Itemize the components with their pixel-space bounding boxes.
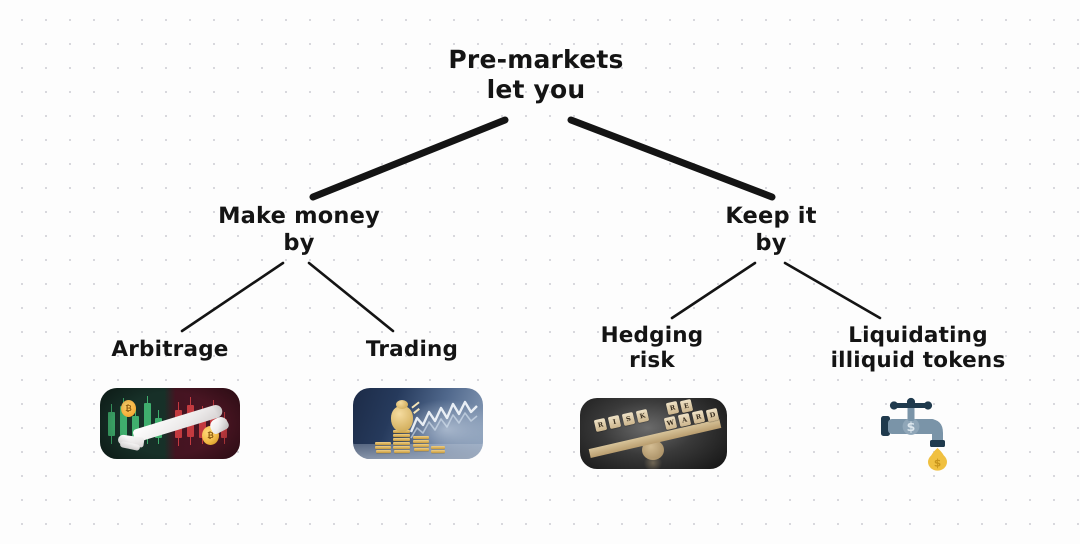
faucet-handle-knob-center	[906, 397, 916, 407]
arbitrage-thumbnail: ₿ ₿	[100, 388, 240, 459]
arbitrage-vignette	[100, 388, 240, 459]
tile-reward-a: A	[677, 412, 692, 428]
faucet-dollar-badge	[902, 418, 920, 435]
trading-thumbnail	[353, 388, 483, 459]
leaf-node-arbitrage: Arbitrage	[111, 337, 229, 362]
tile-reward-r2: R	[691, 409, 706, 425]
faucet-money-bag-icon: $ $	[881, 397, 947, 471]
faucet-dollar-sign: $	[907, 419, 916, 434]
leaf-node-trading: Trading	[365, 337, 459, 362]
connector-make-money-to-arbitrage	[180, 261, 285, 333]
fulcrum-reflection	[642, 458, 664, 469]
faucet-spout	[927, 419, 943, 443]
tile-risk-s: S	[621, 411, 636, 427]
connector-root-to-keep-it	[567, 116, 776, 201]
faucet-handle-knob-right	[923, 401, 933, 410]
leaf-node-hedging-risk: Hedging risk	[600, 323, 704, 374]
money-bag-dollar-sign: $	[934, 457, 941, 469]
branch-node-make-money: Make money by	[218, 203, 380, 256]
tile-risk-i: I	[607, 414, 622, 430]
tile-reward-r: R	[665, 400, 680, 416]
hedging-risk-thumbnail: R I S K R E W A R D	[580, 398, 727, 469]
faucet-spout-tip	[930, 440, 945, 447]
money-sack	[391, 406, 413, 432]
tile-risk-k: K	[635, 408, 650, 424]
connector-keep-it-to-hedging	[670, 261, 757, 320]
tile-reward-w: W	[663, 415, 678, 431]
faucet-handle-knob-left	[889, 401, 899, 410]
branch-node-keep-it: Keep it by	[725, 203, 817, 256]
tile-risk-r: R	[593, 417, 608, 433]
money-bag-body	[928, 453, 947, 471]
faucet-riser	[907, 406, 915, 421]
leaf-node-liquidating-illiquid-tokens: Liquidating illiquid tokens	[830, 323, 1006, 374]
faucet-wall-plate	[881, 416, 890, 436]
connector-make-money-to-trading	[307, 261, 395, 333]
trading-line-chart	[409, 400, 478, 439]
fulcrum	[642, 440, 664, 460]
connector-root-to-make-money	[309, 116, 509, 201]
tile-reward-d: D	[705, 407, 720, 423]
tile-reward-e: E	[679, 398, 694, 414]
connector-keep-it-to-liquidating	[783, 261, 882, 320]
root-node-label: Pre-markets let you	[448, 45, 624, 104]
